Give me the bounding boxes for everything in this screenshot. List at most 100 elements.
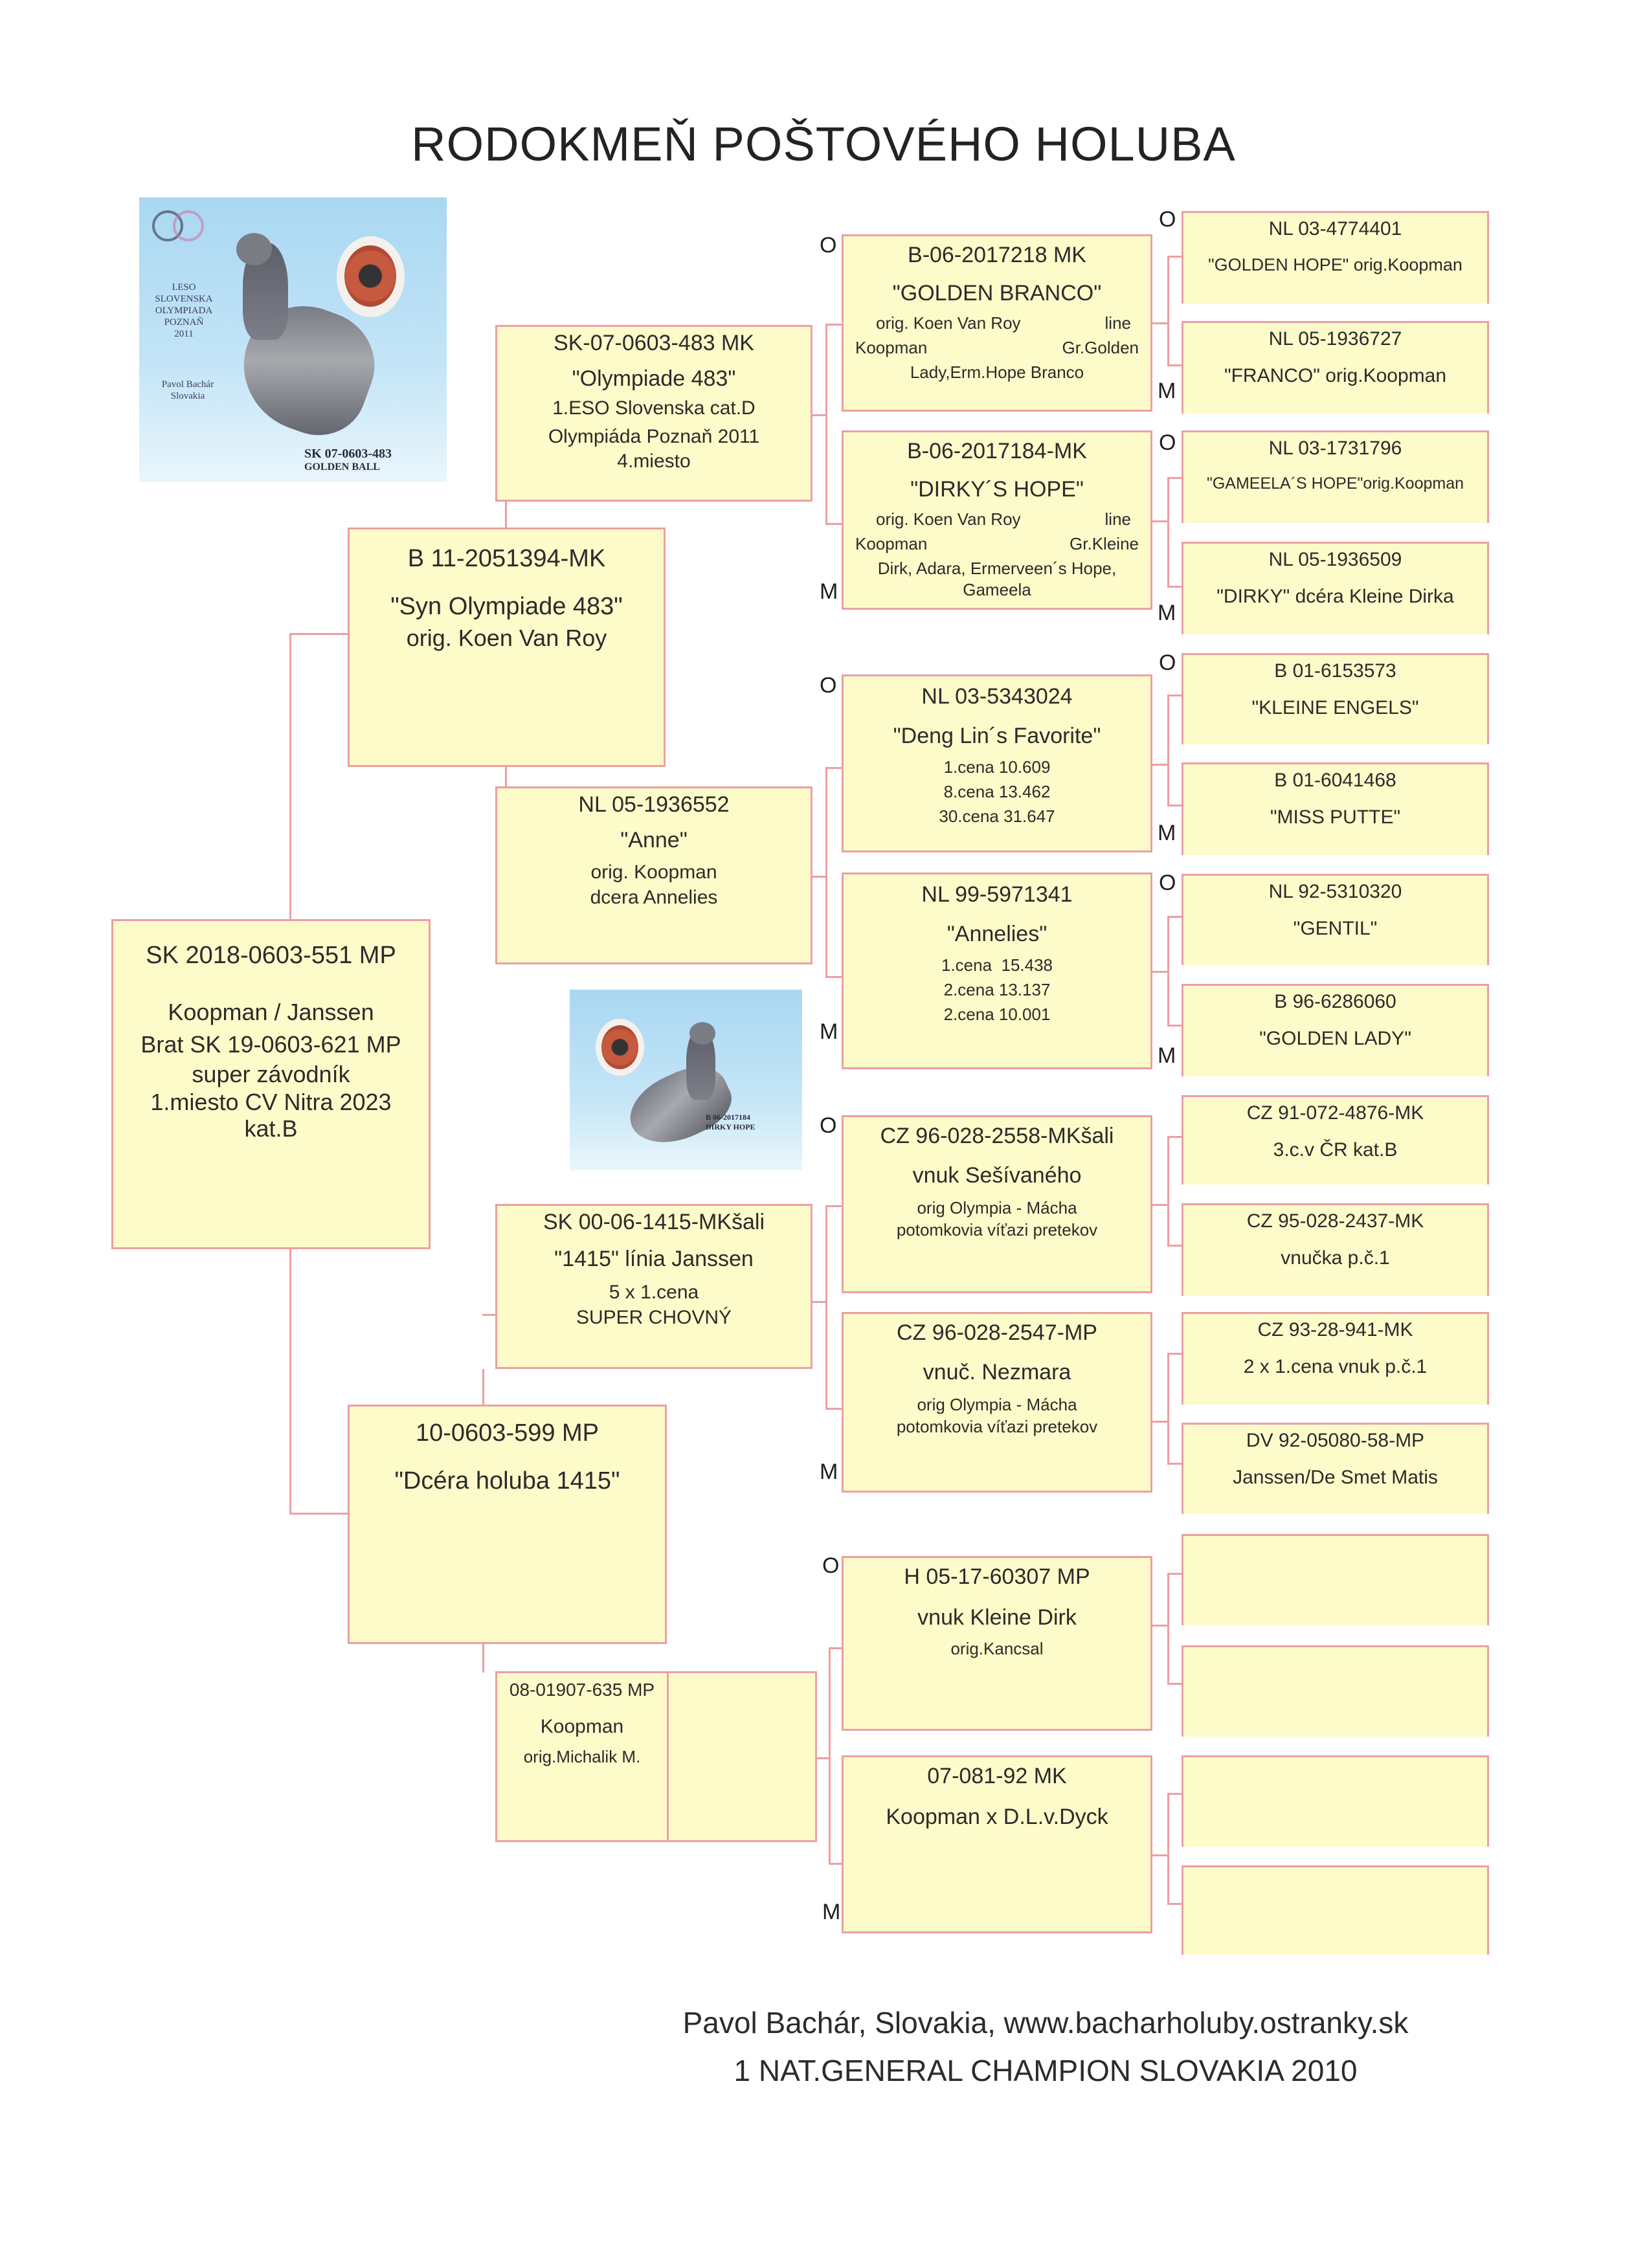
connector-line	[825, 324, 843, 326]
photo-caption-name: DIRKY HOPE	[706, 1122, 756, 1131]
ring-number: SK-07-0603-483 MK	[554, 331, 754, 355]
pigeon-photo-olympiade: I.ESO SLOVENSKA OLYMPIADA POZNAŇ 2011 Pa…	[139, 197, 447, 482]
connector-line	[817, 1757, 830, 1759]
grandparent-card[interactable]: 08-01907-635 MP Koopman orig.Michalik M.	[495, 1671, 817, 1842]
note-part: orig. Koen Van Roy	[876, 509, 1021, 529]
ancestor-card[interactable]: B 96-6286060"GOLDEN LADY"	[1182, 984, 1489, 1076]
ancestor-card[interactable]: NL 92-5310320"GENTIL"	[1182, 874, 1489, 965]
ring-number: NL 05-1936727	[1268, 328, 1402, 350]
pedigree-note: 1.ESO Slovenska cat.D	[552, 397, 756, 419]
mother-card[interactable]: 10-0603-599 MP "Dcéra holuba 1415"	[348, 1405, 667, 1644]
ancestor-card[interactable]: NL 05-1936509"DIRKY" dcéra Kleine Dirka	[1182, 542, 1489, 634]
ring-number: NL 03-1731796	[1268, 438, 1402, 459]
eye-iris	[344, 245, 396, 307]
great-grandparent-card[interactable]: B-06-2017218 MK "GOLDEN BRANCO" orig. Ko…	[842, 234, 1152, 412]
note-part: Koopman	[855, 533, 928, 553]
sex-label-father: O	[1159, 207, 1176, 232]
sex-label-mother: M	[1158, 1043, 1176, 1068]
ancestor-card[interactable]: B 01-6041468"MISS PUTTE"	[1182, 762, 1489, 855]
page-title: RODOKMEŇ POŠTOVÉHO HOLUBA	[411, 117, 1236, 171]
connector-line	[505, 502, 507, 529]
grandparent-card[interactable]: SK 00-06-1415-MKšali "1415" línia Jansse…	[495, 1204, 812, 1369]
connector-line	[825, 767, 843, 769]
connector-line	[825, 767, 827, 977]
eye-iris	[601, 1025, 638, 1069]
ancestor-card-empty[interactable]	[1182, 1755, 1489, 1847]
sex-label-mother: M	[820, 579, 838, 604]
photo-caption: SK 07-0603-483 GOLDEN BALL	[304, 447, 392, 473]
photo-owner-text: Pavol Bachár Slovakia	[159, 379, 217, 402]
pedigree-note: 8.cena 13.462	[943, 781, 1051, 801]
ancestor-card-empty[interactable]	[1182, 1865, 1489, 1955]
pedigree-note: orig. Koen Van Roy	[406, 625, 607, 652]
ring-number: 08-01907-635 MP	[509, 1680, 655, 1700]
connector-line	[1167, 695, 1169, 806]
connector-line	[825, 523, 843, 525]
connector-line	[1167, 1245, 1183, 1247]
great-grandparent-card[interactable]: H 05-17-60307 MP vnuk Kleine Dirk orig.K…	[842, 1556, 1152, 1731]
ancestor-card[interactable]: NL 03-4774401"GOLDEN HOPE" orig.Koopman	[1182, 211, 1489, 304]
pigeon-name: vnuk Kleine Dirk	[917, 1605, 1077, 1630]
connector-line	[1152, 1204, 1169, 1206]
ancestor-card[interactable]: NL 03-1731796 "GAMEELA´S HOPE"orig.Koopma…	[1182, 430, 1489, 523]
great-grandparent-card[interactable]: CZ 96-028-2547-MP vnuč. Nezmara orig Oly…	[842, 1312, 1152, 1493]
great-grandparent-card[interactable]: NL 03-5343024 "Deng Lin´s Favorite" 1.ce…	[842, 674, 1152, 852]
grandparent-card[interactable]: NL 05-1936552 "Anne" orig. Koopman dcera…	[495, 786, 812, 964]
great-grandparent-card[interactable]: 07-081-92 MK Koopman x D.L.v.Dyck	[842, 1755, 1152, 1933]
pigeon-name: "GAMEELA´S HOPE"orig.Koopman	[1206, 474, 1464, 493]
connector-line	[1152, 1854, 1169, 1856]
connector-line	[482, 1369, 484, 1406]
ancestor-card[interactable]: NL 05-1936727 "FRANCO" orig.Koopman	[1182, 321, 1489, 414]
connector-line	[1167, 1793, 1169, 1904]
pigeon-name: "Dcéra holuba 1415"	[394, 1467, 620, 1495]
father-card[interactable]: B 11-2051394-MK "Syn Olympiade 483" orig…	[348, 528, 666, 767]
connector-line	[812, 876, 827, 878]
great-grandparent-card[interactable]: B-06-2017184-MK "DIRKY´S HOPE" orig. Koe…	[842, 430, 1152, 610]
ring-number: B 01-6153573	[1274, 660, 1396, 682]
connector-line	[1167, 1136, 1169, 1246]
great-grandparent-card[interactable]: CZ 96-028-2558-MKšali vnuk Sešívaného or…	[842, 1115, 1152, 1293]
ring-number: CZ 93-28-941-MK	[1257, 1319, 1413, 1340]
pedigree-note: super závodník	[192, 1061, 350, 1088]
pigeon-card[interactable]: SK 2018-0603-551 MP Koopman / Janssen Br…	[111, 919, 431, 1249]
pigeon-name: "GOLDEN HOPE" orig.Koopman	[1208, 254, 1462, 274]
connector-line	[1167, 256, 1169, 366]
pigeon-name: "Annelies"	[947, 922, 1048, 947]
pigeon-name: "FRANCO" orig.Koopman	[1224, 364, 1447, 386]
photo-side-line: I.ESO SLOVENSKA	[155, 282, 213, 304]
pigeon-name: vnuč. Nezmara	[923, 1360, 1071, 1385]
connector-line	[1167, 805, 1183, 806]
ring-number: CZ 96-028-2558-MKšali	[880, 1124, 1114, 1148]
grandparent-card[interactable]: SK-07-0603-483 MK "Olympiade 483" 1.ESO …	[495, 325, 812, 502]
connector-line	[1167, 477, 1169, 587]
pigeon-name: "Syn Olympiade 483"	[390, 592, 623, 620]
note-part: Gr.Kleine	[1070, 533, 1139, 553]
sex-label-father: O	[820, 233, 837, 258]
ancestor-card-empty[interactable]	[1182, 1645, 1489, 1737]
breeder-title: 1 NAT.GENERAL CHAMPION SLOVAKIA 2010	[734, 2054, 1358, 2087]
pedigree-note: 5 x 1.cena	[609, 1282, 699, 1304]
ring-number: 10-0603-599 MP	[415, 1419, 599, 1447]
pigeon-name: "MISS PUTTE"	[1270, 806, 1401, 828]
pigeon-name: Janssen/De Smet Matis	[1233, 1466, 1438, 1488]
connector-line	[1167, 586, 1183, 588]
eye-sign	[337, 236, 405, 317]
ancestor-card-empty[interactable]	[1182, 1534, 1489, 1625]
sex-label-father: O	[822, 1553, 840, 1578]
sex-label-father: O	[1159, 430, 1176, 455]
ring-number: NL 05-1936509	[1268, 549, 1402, 570]
ancestor-card[interactable]: B 01-6153573"KLEINE ENGELS"	[1182, 653, 1489, 744]
pedigree-note: potomkovia víťazi pretekov	[896, 1219, 1098, 1240]
photo-side-line: 2011	[174, 329, 194, 339]
pigeon-name: vnuk Sešívaného	[912, 1163, 1082, 1188]
great-grandparent-card[interactable]: NL 99-5971341 "Annelies" 1.cena 15.438 2…	[842, 873, 1152, 1069]
pigeon-name: "GENTIL"	[1293, 917, 1378, 939]
olympic-rings-logo-2	[173, 210, 204, 241]
connector-line	[1167, 364, 1183, 366]
